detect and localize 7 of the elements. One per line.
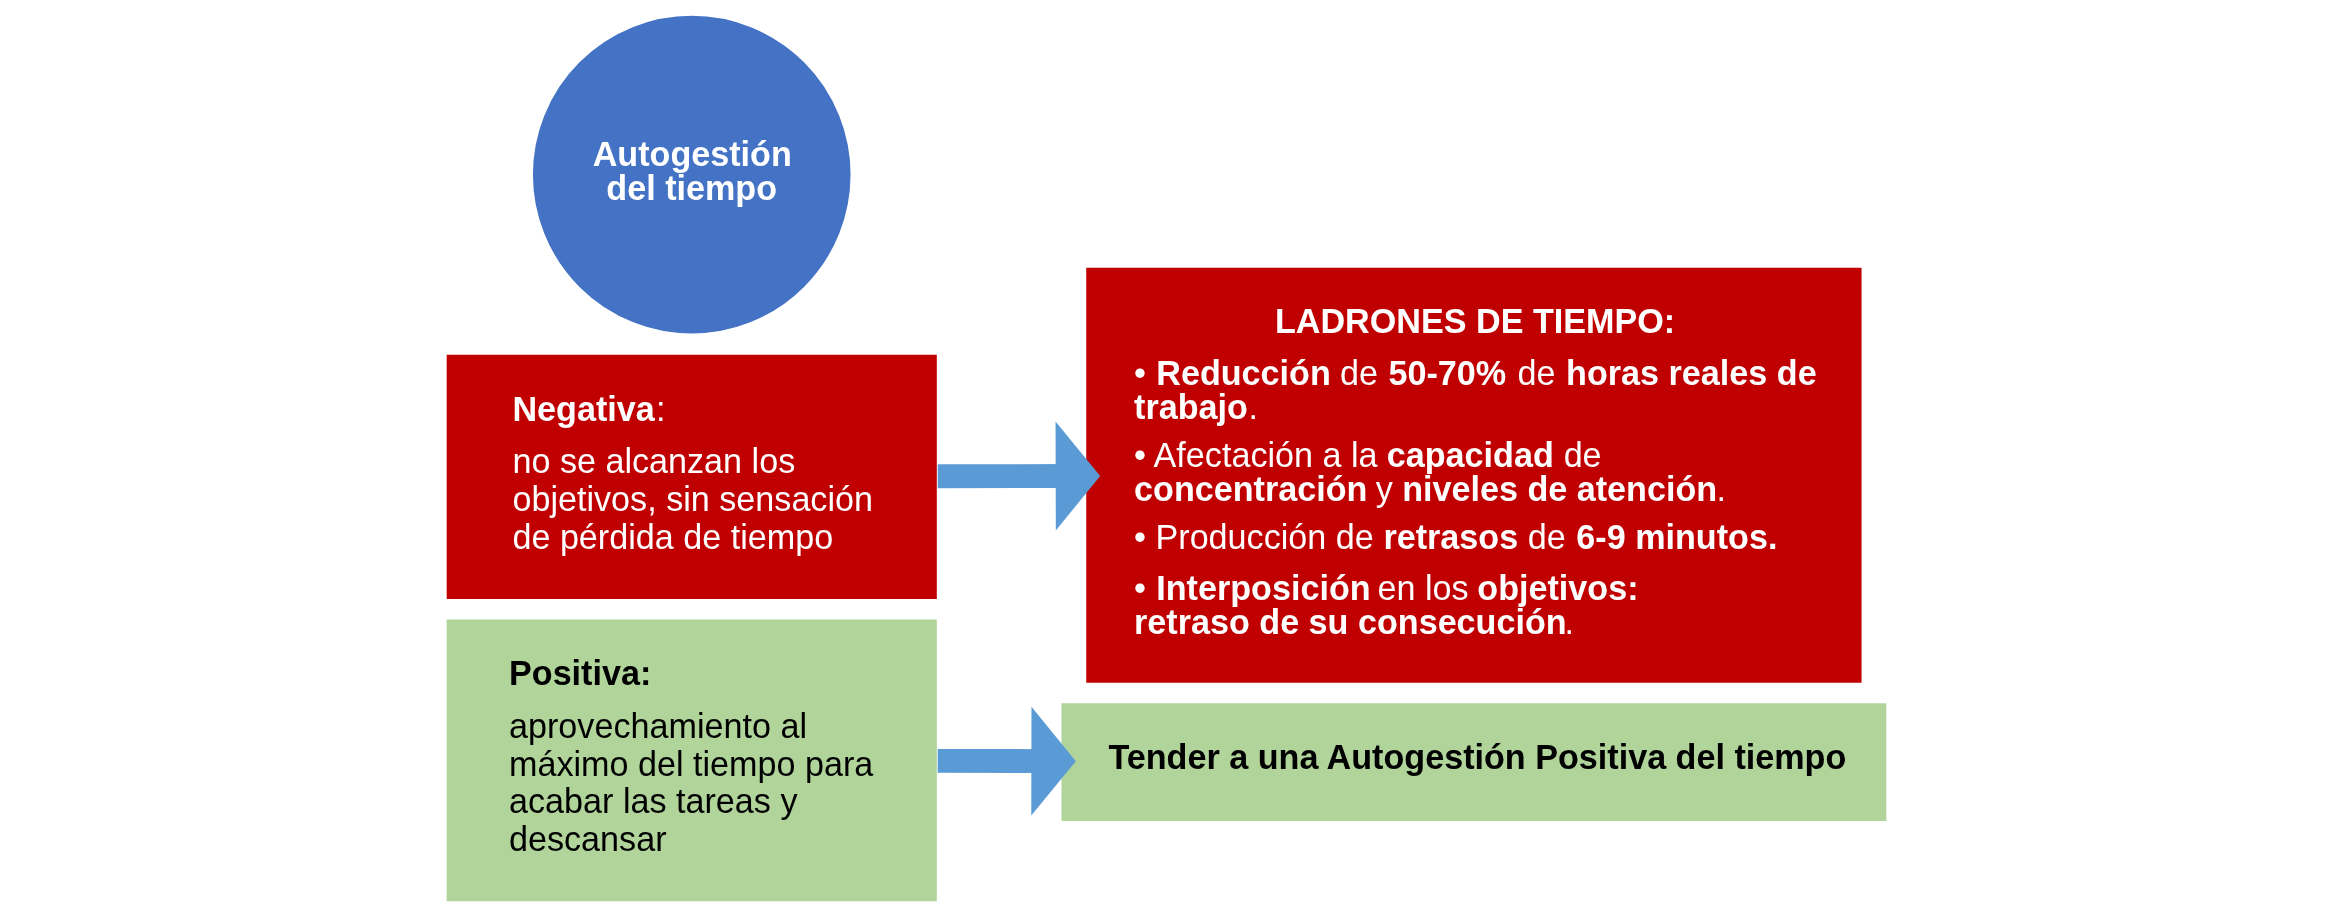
node-box: LADRONES DE TIEMPO: • Reducción de 50-70% de horas reales de trabajo. • Afectación a la capacidad de concentración y niveles de atención. • Producción de retrasos de 6-9 minutos. • Interposición en los objetivos: retraso de su consecución. <box>1084 265 1864 685</box>
node-box: Negativa: no se alcanzan los objetivos, sin sensación de pérdida de tiempo <box>444 353 939 601</box>
node-circle: Autogestión del tiempo <box>531 14 853 336</box>
arrow <box>937 421 1101 531</box>
arrow <box>937 706 1076 816</box>
node-box: Positiva: aprovechamiento al máximo del tiempo para acabar las tareas y descansar <box>444 617 939 903</box>
node-box: Tender a una Autogestión Positiva del tiempo <box>1059 701 1889 823</box>
